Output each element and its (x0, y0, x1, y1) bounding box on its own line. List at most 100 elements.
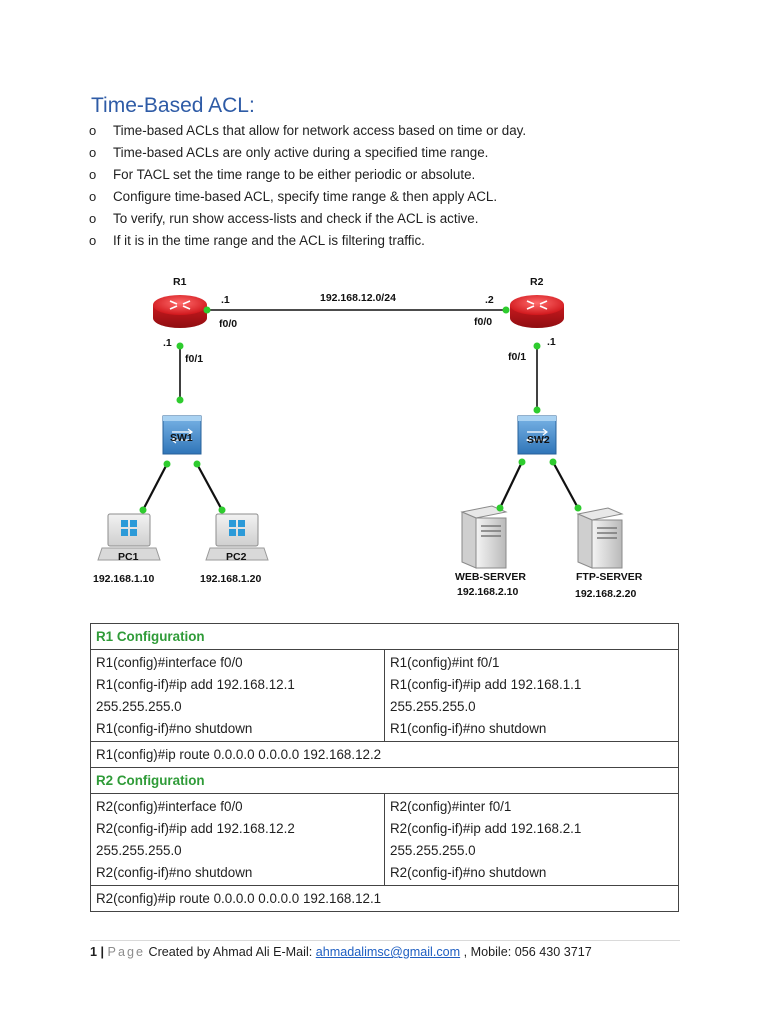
web-server-ip: 192.168.2.10 (457, 586, 518, 598)
link-status-dots (139, 306, 582, 514)
ftp-server-label: FTP-SERVER (576, 571, 643, 583)
r2-config-header: R2 Configuration (90, 767, 679, 794)
sw1-label: SW1 (170, 432, 193, 444)
link-dot (533, 406, 541, 414)
link-dot (203, 306, 211, 314)
config-line: R2(config)#interface f0/0 (96, 799, 243, 814)
link-sw2-web (499, 461, 523, 509)
config-line: R2(config-if)#ip add 192.168.12.2 (96, 821, 295, 836)
bullet-text: To verify, run show access-lists and che… (113, 211, 479, 226)
bullet-item: o If it is in the time range and the ACL … (89, 230, 526, 252)
r1-f01-label: f0/1 (185, 353, 203, 365)
config-line: R1(config-if)#no shutdown (390, 721, 547, 736)
config-line: R1(config)#interface f0/0 (96, 655, 243, 670)
link-dot (502, 306, 510, 314)
bullet-item: o For TACL set the time range to be eithe… (89, 164, 526, 186)
pc1-icon (97, 513, 161, 561)
link-sw1-pc1 (142, 463, 168, 511)
link-dot (518, 458, 526, 466)
bullet-marker: o (89, 211, 97, 226)
r2-f00-ip: .2 (485, 294, 494, 306)
r1-f00-ip: .1 (221, 294, 230, 306)
bullet-marker: o (89, 233, 97, 248)
link-dot (574, 504, 582, 512)
email-link[interactable]: ahmadalimsc@gmail.com (315, 945, 461, 959)
link-dot (549, 458, 557, 466)
config-line: R1(config-if)#ip add 192.168.12.1 (96, 677, 295, 692)
config-line: 255.255.255.0 (96, 843, 182, 858)
r2-config-f01-cell: R2(config)#inter f0/1 R2(config-if)#ip a… (384, 793, 679, 886)
r1-label: R1 (173, 276, 187, 288)
config-line: R2(config-if)#ip add 192.168.2.1 (390, 821, 582, 836)
r1-config-header: R1 Configuration (90, 623, 679, 650)
r2-config-route: R2(config)#ip route 0.0.0.0 0.0.0.0 192.… (90, 885, 679, 912)
config-line: R1(config-if)#no shutdown (96, 721, 253, 736)
r1-config-f01-cell: R1(config)#int f0/1 R1(config-if)#ip add… (384, 649, 679, 742)
r1-f01-ip: .1 (163, 337, 172, 349)
bullet-item: o To verify, run show access-lists and ch… (89, 208, 526, 230)
ftp-server-icon (576, 507, 624, 569)
bullet-text: If it is in the time range and the ACL i… (113, 233, 425, 248)
web-server-label: WEB-SERVER (455, 571, 526, 583)
config-line: 255.255.255.0 (390, 843, 476, 858)
bullet-marker: o (89, 145, 97, 160)
config-table: R1 Configuration R1(config)#interface f0… (90, 623, 679, 912)
network-topology-diagram: R1 .1 f0/0 .1 f0/1 R2 .2 f0/0 .1 f0/1 19… (93, 276, 643, 600)
bullet-marker: o (89, 189, 97, 204)
link-sw2-ftp (552, 461, 579, 509)
bullet-text: Time-based ACLs that allow for network a… (113, 123, 527, 138)
config-line: 255.255.255.0 (96, 699, 182, 714)
bullet-marker: o (89, 167, 97, 182)
pc1-label: PC1 (118, 551, 139, 563)
bullet-item: o Configure time-based ACL, specify time … (89, 186, 526, 208)
link-dot (193, 460, 201, 468)
router-r2-icon (510, 295, 564, 328)
pc2-ip: 192.168.1.20 (200, 573, 261, 585)
pc2-icon (205, 513, 269, 561)
bullet-item: o Time-based ACLs are only active during … (89, 142, 526, 164)
bullet-item: o Time-based ACLs that allow for network … (89, 120, 526, 142)
page-word: Page (107, 945, 145, 959)
bullet-text: Configure time-based ACL, specify time r… (113, 189, 498, 204)
link-dot (533, 342, 541, 350)
web-server-icon (460, 505, 508, 569)
config-line: R2(config-if)#no shutdown (390, 865, 547, 880)
pc2-label: PC2 (226, 551, 247, 563)
bullet-list: o Time-based ACLs that allow for network … (89, 120, 526, 252)
link-sw1-pc2 (196, 463, 223, 511)
r2-label: R2 (530, 276, 544, 288)
link-network-label: 192.168.12.0/24 (320, 292, 396, 304)
link-dot (176, 396, 184, 404)
r2-f01-label: f0/1 (508, 351, 526, 363)
bullet-marker: o (89, 123, 97, 138)
sw2-label: SW2 (527, 434, 550, 446)
footer-mobile: , Mobile: 056 430 3717 (463, 945, 592, 959)
r2-config-f00-cell: R2(config)#interface f0/0 R2(config-if)#… (90, 793, 385, 886)
config-line: 255.255.255.0 (390, 699, 476, 714)
link-dot (139, 506, 147, 514)
bullet-text: For TACL set the time range to be either… (113, 167, 476, 182)
config-line: R1(config-if)#ip add 192.168.1.1 (390, 677, 582, 692)
config-line: R1(config)#int f0/1 (390, 655, 500, 670)
footer-credit: Created by Ahmad Ali E-Mail: (148, 945, 313, 959)
r2-f00-label: f0/0 (474, 316, 492, 328)
footer-separator: | (100, 945, 105, 959)
link-dot (163, 460, 171, 468)
switch-sw2-icon (517, 415, 557, 455)
r1-config-route: R1(config)#ip route 0.0.0.0 0.0.0.0 192.… (90, 741, 679, 768)
r1-config-f00-cell: R1(config)#interface f0/0 R1(config-if)#… (90, 649, 385, 742)
switch-sw1-icon (162, 415, 202, 455)
footer-divider (90, 940, 680, 941)
r2-f01-ip: .1 (547, 336, 556, 348)
bullet-text: Time-based ACLs are only active during a… (113, 145, 489, 160)
page-number: 1 (90, 945, 98, 959)
ftp-server-ip: 192.168.2.20 (575, 588, 636, 600)
link-dot (176, 342, 184, 350)
config-line: R2(config)#inter f0/1 (390, 799, 512, 814)
link-dot (496, 504, 504, 512)
link-dot (218, 506, 226, 514)
router-r1-icon (153, 295, 207, 328)
page-footer: 1 | Page Created by Ahmad Ali E-Mail: ah… (90, 943, 592, 961)
page-title: Time-Based ACL: (91, 94, 255, 117)
r1-f00-label: f0/0 (219, 318, 237, 330)
